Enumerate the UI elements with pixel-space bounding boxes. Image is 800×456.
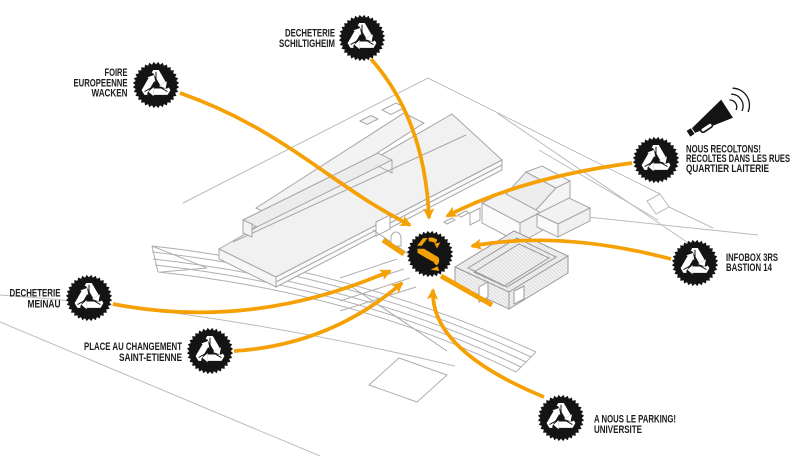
svg-text:DECHETERIE: DECHETERIE bbox=[285, 27, 335, 39]
svg-text:QUARTIER LAITERIE: QUARTIER LAITERIE bbox=[686, 163, 769, 175]
svg-text:RECOLTES DANS LES RUES: RECOLTES DANS LES RUES bbox=[686, 153, 790, 165]
svg-text:INFOBOX 3RS: INFOBOX 3RS bbox=[726, 252, 778, 264]
svg-text:EUROPEENNE: EUROPEENNE bbox=[74, 77, 128, 89]
svg-text:BASTION 14: BASTION 14 bbox=[726, 262, 773, 274]
svg-text:UNIVERSITE: UNIVERSITE bbox=[594, 424, 642, 436]
svg-text:DECHETERIE: DECHETERIE bbox=[10, 288, 61, 300]
svg-text:NOUS RECOLTONS!: NOUS RECOLTONS! bbox=[686, 143, 761, 155]
svg-text:PLACE AU CHANGEMENT: PLACE AU CHANGEMENT bbox=[84, 341, 182, 353]
svg-text:MEINAU: MEINAU bbox=[28, 299, 61, 311]
svg-text:WACKEN: WACKEN bbox=[92, 88, 128, 100]
svg-text:FOIRE: FOIRE bbox=[105, 67, 128, 79]
svg-text:SCHILTIGHEIM: SCHILTIGHEIM bbox=[279, 38, 335, 50]
svg-text:SAINT-ETIENNE: SAINT-ETIENNE bbox=[119, 352, 182, 364]
svg-text:A NOUS LE PARKING!: A NOUS LE PARKING! bbox=[594, 413, 676, 425]
